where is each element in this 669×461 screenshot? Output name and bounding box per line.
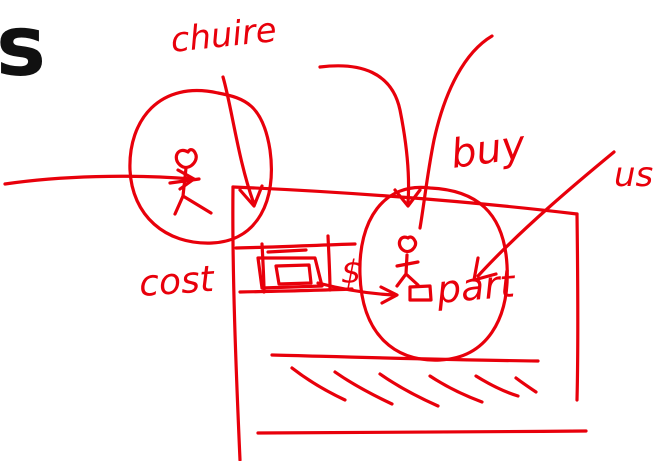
slide-heading: s xyxy=(0,0,46,95)
counter-line xyxy=(234,242,357,250)
register-top xyxy=(266,248,308,254)
left-figure-head xyxy=(174,148,198,169)
money-arrow xyxy=(316,281,397,297)
choice-arrow-head xyxy=(238,184,264,208)
floor-line xyxy=(270,353,540,363)
incoming-arrow xyxy=(3,174,194,186)
cash-register xyxy=(256,256,324,290)
hatch-6 xyxy=(514,376,538,394)
right-figure-body xyxy=(395,253,420,288)
store-top-edge xyxy=(231,185,579,216)
label-dollar: $ xyxy=(341,253,361,291)
hatch-2 xyxy=(333,370,394,406)
store-left-edge xyxy=(231,185,242,461)
hatch-1 xyxy=(290,366,347,402)
label-choice: chuire xyxy=(169,10,279,61)
label-buy: buy xyxy=(448,122,529,178)
us-arrow xyxy=(476,150,616,278)
label-us: us xyxy=(614,155,653,195)
left-circle xyxy=(128,89,273,245)
right-figure-head xyxy=(397,235,418,254)
us-arrow-head xyxy=(472,256,498,282)
top-curve-arrow xyxy=(318,64,411,205)
hatch-3 xyxy=(378,372,440,408)
store-bottom-shelf xyxy=(256,429,588,435)
choice-arrow xyxy=(221,75,256,206)
label-part: part xyxy=(434,261,519,312)
money-arrow-head xyxy=(379,285,399,305)
buy-arrow xyxy=(418,34,494,230)
hatch-5 xyxy=(474,374,520,398)
cash-register-drawer xyxy=(274,263,313,286)
store-inner-line xyxy=(238,287,354,294)
label-cost: cost xyxy=(138,259,217,305)
hatch-4 xyxy=(428,374,484,404)
package-box xyxy=(408,284,433,302)
store-right-edge xyxy=(575,212,580,402)
left-figure-body xyxy=(168,166,213,216)
